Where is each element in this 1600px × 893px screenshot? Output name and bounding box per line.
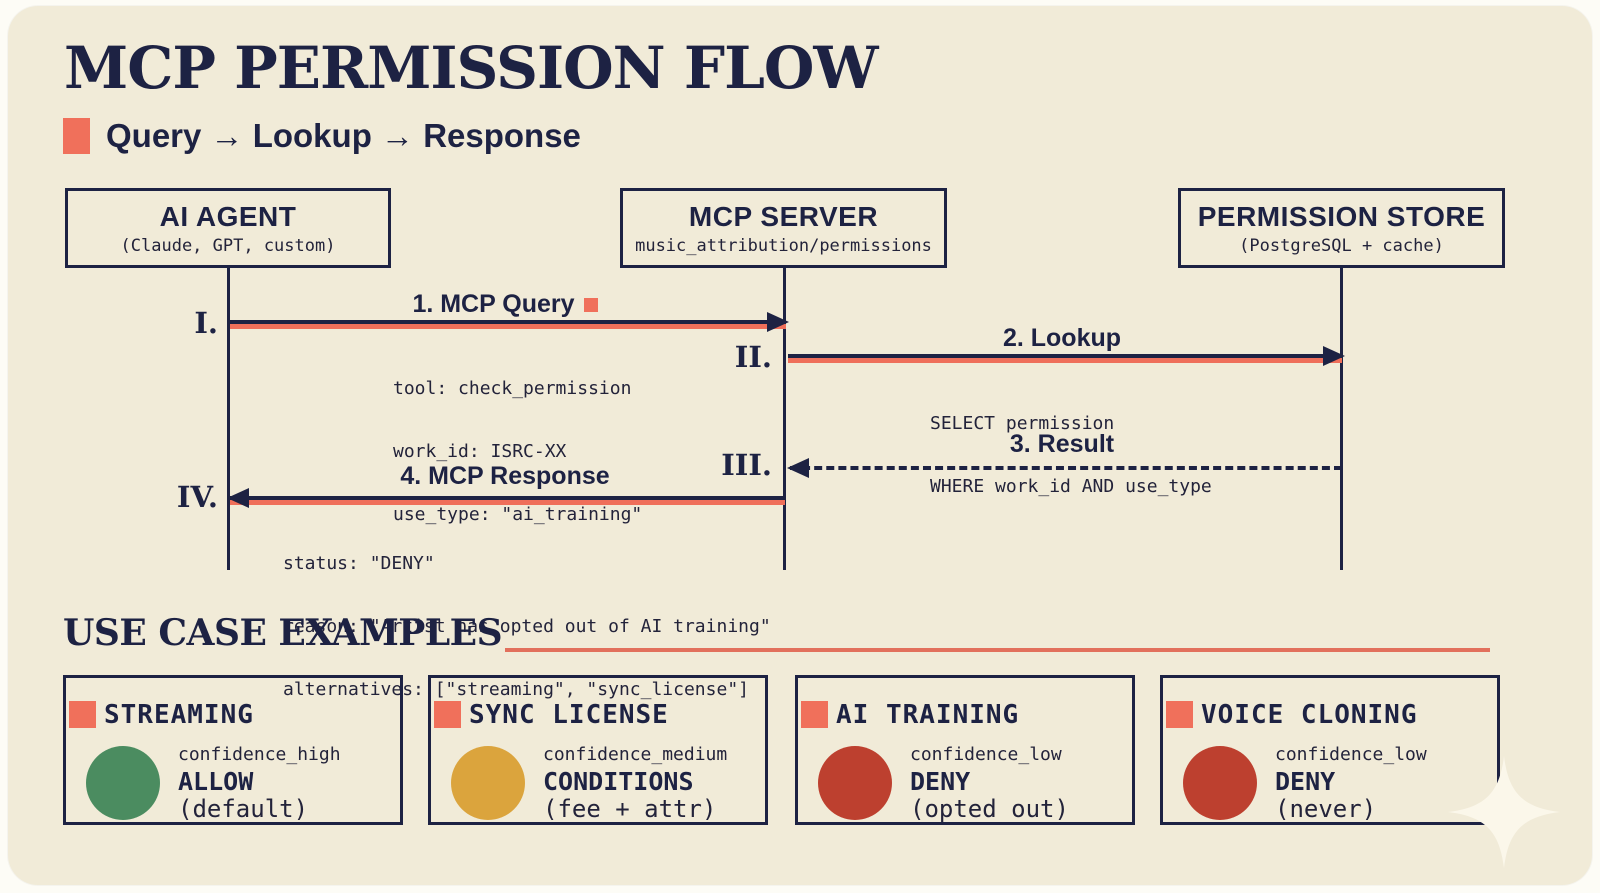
use-case-card-sync-license: SYNC LICENSE confidence_medium CONDITION… [428, 675, 768, 825]
actor-mcp-server-name: MCP SERVER [688, 200, 879, 232]
arrowhead-left-icon [787, 458, 809, 478]
decision-note: (opted out) [910, 795, 1069, 823]
card-background [8, 6, 1592, 885]
coral-square-icon [1166, 701, 1193, 728]
lifeline-permission-store [1340, 268, 1343, 570]
status-dot-conditions [451, 746, 525, 820]
use-case-card-streaming: STREAMING confidence_high ALLOW (default… [63, 675, 403, 825]
actor-mcp-server-detail: music_attribution/permissions [635, 235, 932, 256]
arrow-mcp-query [230, 312, 789, 332]
confidence-label: confidence_low [910, 744, 1062, 765]
status-dot-deny [818, 746, 892, 820]
confidence-label: confidence_high [178, 744, 341, 765]
decision-note: (fee + attr) [543, 795, 717, 823]
coral-square-icon [583, 298, 598, 312]
use-case-card-voice-cloning: VOICE CLONING confidence_low DENY (never… [1160, 675, 1500, 825]
lifeline-mcp-server [783, 268, 786, 570]
arrowhead-right-icon [1323, 346, 1345, 366]
annotation-lookup: SELECT permission WHERE work_id AND use_… [930, 413, 1212, 497]
use-case-title: AI TRAINING [836, 700, 1020, 730]
decision-label: CONDITIONS [543, 767, 694, 796]
actor-ai-agent: AI AGENT (Claude, GPT, custom) [65, 188, 391, 268]
step-numeral-3: III. [721, 448, 772, 482]
use-case-card-ai-training: AI TRAINING confidence_low DENY (opted o… [795, 675, 1135, 825]
lifeline-ai-agent [227, 268, 230, 570]
step-numeral-2: II. [734, 340, 772, 374]
decision-note: (never) [1275, 795, 1377, 823]
arrowhead-right-icon [767, 312, 789, 332]
sparkle-icon [1448, 756, 1560, 868]
page-title: MCP PERMISSION FLOW [64, 34, 879, 102]
arrow-result [787, 458, 1342, 478]
arrow-mcp-response [227, 488, 785, 508]
use-case-title: SYNC LICENSE [469, 700, 669, 730]
step-numeral-4: IV. [176, 480, 218, 514]
decision-label: DENY [910, 767, 971, 796]
message-label-mcp-query: 1. MCP Query [255, 290, 755, 319]
coral-square-icon [63, 118, 90, 154]
arrowhead-left-icon [227, 488, 249, 508]
actor-mcp-server: MCP SERVER music_attribution/permissions [620, 188, 947, 268]
annotation-mcp-query: tool: check_permission work_id: ISRC-XX … [393, 378, 643, 525]
actor-ai-agent-detail: (Claude, GPT, custom) [120, 235, 336, 256]
actor-permission-store: PERMISSION STORE (PostgreSQL + cache) [1178, 188, 1505, 268]
coral-square-icon [801, 701, 828, 728]
arrow-lookup [788, 346, 1345, 366]
use-case-title: STREAMING [104, 700, 254, 730]
decision-label: DENY [1275, 767, 1336, 796]
message-label-result: 3. Result [1009, 430, 1115, 458]
status-dot-allow [86, 746, 160, 820]
decision-label: ALLOW [178, 767, 254, 796]
confidence-label: confidence_low [1275, 744, 1427, 765]
use-cases-heading: USE CASE EXAMPLES [63, 612, 503, 654]
confidence-label: confidence_medium [543, 744, 728, 765]
actor-permission-store-detail: (PostgreSQL + cache) [1239, 235, 1444, 256]
coral-square-icon [69, 701, 96, 728]
use-case-title: VOICE CLONING [1201, 700, 1418, 730]
section-divider [505, 648, 1490, 652]
message-label-mcp-response: 4. MCP Response [400, 462, 610, 490]
step-numeral-1: I. [194, 306, 218, 340]
actor-permission-store-name: PERMISSION STORE [1197, 200, 1486, 232]
status-dot-deny [1183, 746, 1257, 820]
coral-square-icon [434, 701, 461, 728]
message-label-lookup: 2. Lookup [1002, 324, 1122, 352]
subtitle-text: Query → Lookup → Response [106, 117, 581, 154]
decision-note: (default) [178, 795, 309, 823]
actor-ai-agent-name: AI AGENT [159, 200, 297, 232]
annotation-mcp-response: status: "DENY" reason: "Artist has opted… [283, 553, 771, 700]
subtitle: Query → Lookup → Response [63, 116, 581, 156]
